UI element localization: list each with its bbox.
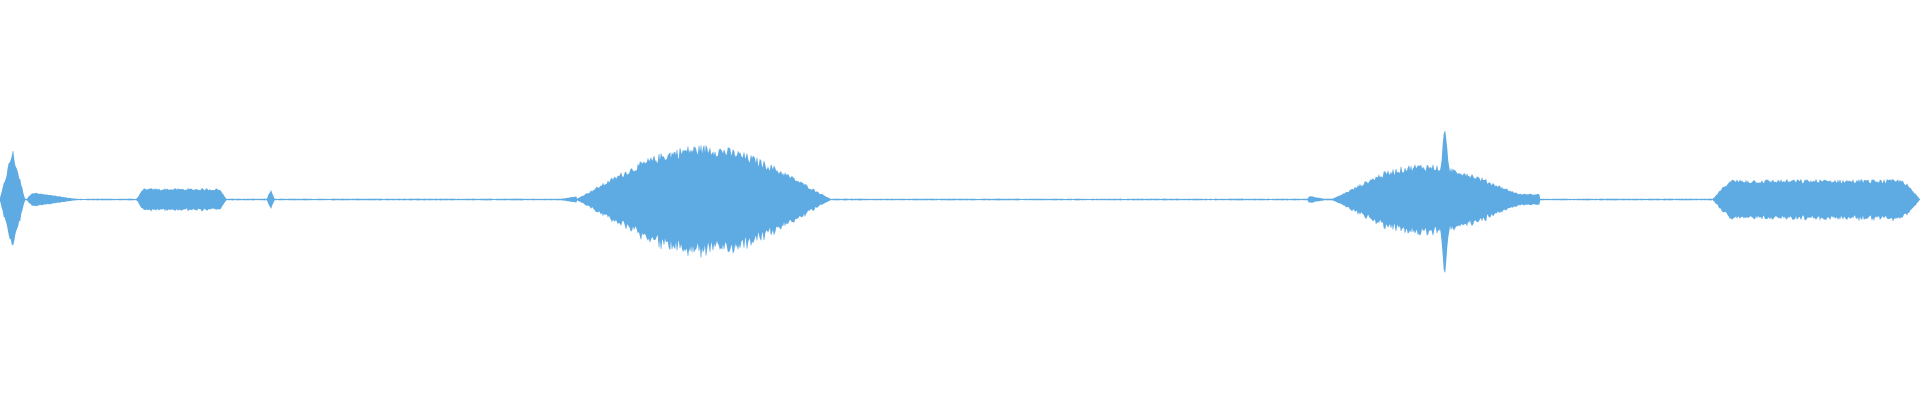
- waveform-envelope: [0, 130, 1920, 273]
